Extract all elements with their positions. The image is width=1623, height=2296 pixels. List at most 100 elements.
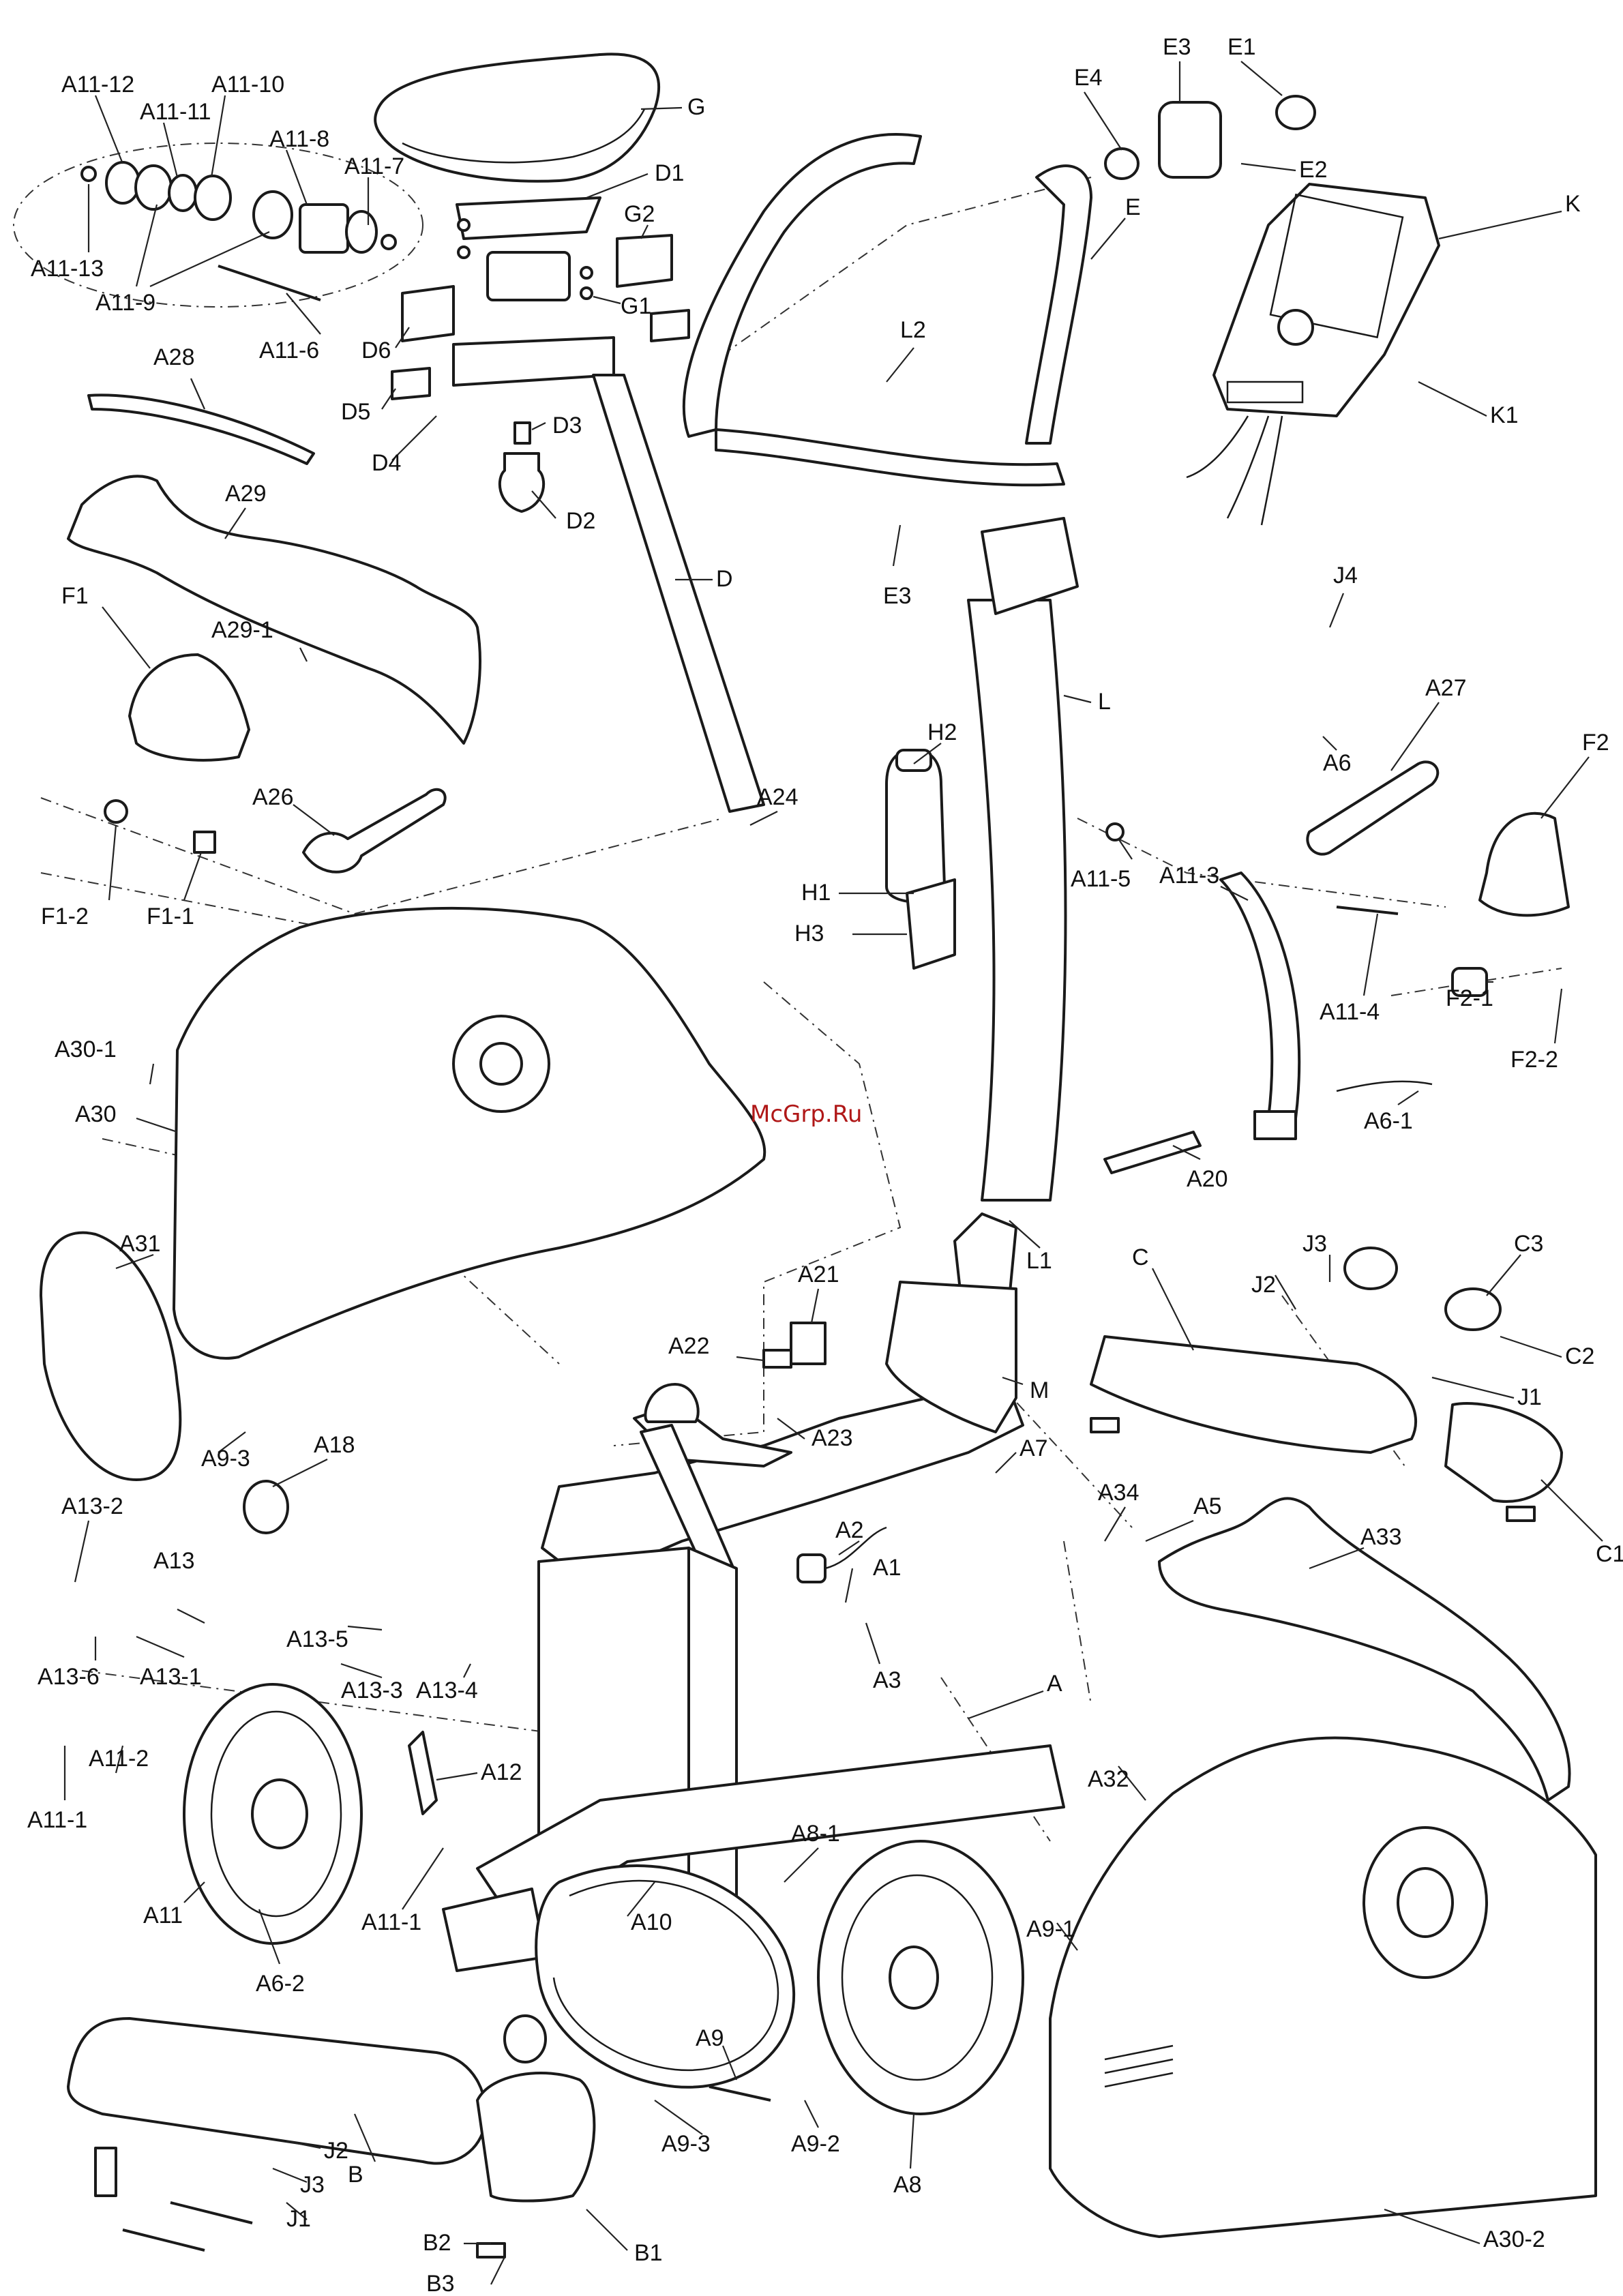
crank-a26 — [302, 788, 447, 874]
label-l: L — [1098, 689, 1111, 715]
label-a11-1-left: A11-1 — [27, 1807, 87, 1833]
handlebar-e — [682, 133, 922, 438]
crank-a27 — [1306, 760, 1440, 856]
label-a13-1: A13-1 — [140, 1664, 202, 1690]
label-a23: A23 — [812, 1425, 853, 1451]
label-b: B — [348, 2162, 363, 2188]
label-a11-11: A11-11 — [140, 99, 211, 125]
label-g2: G2 — [624, 201, 655, 227]
label-b1: B1 — [634, 2240, 663, 2266]
label-c2: C2 — [1565, 1343, 1594, 1369]
right-parts — [762, 1247, 1597, 2238]
label-f1-1: F1-1 — [147, 904, 194, 929]
label-a11-4: A11-4 — [1320, 999, 1380, 1025]
cover-a29 — [67, 475, 481, 745]
label-a6-2: A6-2 — [256, 1971, 305, 1997]
label-f2-1: F2-1 — [1446, 985, 1493, 1011]
label-d: D — [716, 566, 733, 592]
label-a29-1: A29-1 — [211, 617, 273, 643]
pedal-f2 — [1478, 811, 1570, 917]
label-h1: H1 — [801, 880, 831, 906]
seat-clamp-plate — [456, 196, 601, 240]
end-cap-d5 — [391, 367, 431, 400]
bearing-group — [80, 161, 397, 301]
adjust-knob-d2 — [498, 452, 546, 513]
belt-a10 — [535, 1864, 796, 2089]
label-b2: B2 — [423, 2230, 451, 2256]
left-covers — [40, 393, 766, 1534]
label-h3: H3 — [794, 921, 824, 946]
shroud-m — [885, 1281, 1017, 1433]
label-a30: A30 — [75, 1101, 117, 1127]
label-c3: C3 — [1514, 1231, 1543, 1257]
label-a10: A10 — [631, 1909, 672, 1935]
label-a6-1: A6-1 — [1364, 1108, 1413, 1134]
label-f1: F1 — [61, 583, 89, 609]
label-j2-bottom: J2 — [324, 2138, 348, 2164]
label-a6: A6 — [1323, 750, 1352, 776]
label-a13-3: A13-3 — [341, 1678, 403, 1703]
label-a26: A26 — [252, 784, 294, 810]
label-a11-7: A11-7 — [344, 153, 404, 179]
upright-mast — [885, 517, 1079, 1202]
seat-slider-d6 — [401, 285, 455, 342]
console-k — [1212, 183, 1440, 417]
axle-a11-6 — [218, 265, 321, 301]
label-a9-3-top: A9-3 — [201, 1446, 250, 1472]
label-a13-5: A13-5 — [286, 1626, 348, 1652]
label-a11-5: A11-5 — [1071, 866, 1131, 892]
label-j3-right: J3 — [1302, 1231, 1327, 1257]
leader-lines — [63, 61, 1603, 2285]
label-k: K — [1565, 191, 1581, 217]
crank-axle-a9 — [709, 2085, 771, 2102]
label-a18: A18 — [314, 1432, 355, 1458]
label-a9: A9 — [696, 2025, 724, 2051]
label-j3-bottom: J3 — [300, 2172, 325, 2198]
label-a1: A1 — [873, 1555, 902, 1581]
label-a7: A7 — [1019, 1435, 1048, 1461]
sensor-a2 — [796, 1553, 827, 1583]
ring-e4 — [1104, 147, 1140, 180]
mast-plate — [981, 517, 1079, 615]
label-a9-2: A9-2 — [791, 2131, 840, 2157]
pedal-f1 — [128, 653, 250, 762]
label-a13-4: A13-4 — [416, 1678, 478, 1703]
handlebar-assembly — [682, 95, 1440, 526]
drive-assembly — [183, 760, 1570, 2115]
label-h2: H2 — [927, 719, 957, 745]
label-d5: D5 — [341, 399, 370, 425]
label-a11-8: A11-8 — [269, 126, 329, 152]
cover-a28 — [87, 393, 315, 465]
watermark-text: McGrp.Ru — [750, 1101, 862, 1128]
stabilizer-b — [67, 2017, 488, 2165]
label-a11: A11 — [143, 1903, 183, 1928]
label-b3: B3 — [426, 2271, 455, 2296]
label-d2: D2 — [566, 508, 595, 534]
label-a11-9: A11-9 — [95, 290, 155, 316]
label-d6: D6 — [361, 338, 391, 363]
label-a34: A34 — [1098, 1480, 1140, 1506]
label-d3: D3 — [552, 413, 582, 438]
label-a11-1-mid: A11-1 — [361, 1909, 421, 1935]
label-f2: F2 — [1582, 730, 1609, 756]
seat-slider-tube — [452, 336, 615, 387]
label-a28: A28 — [153, 344, 195, 370]
label-g: G — [687, 94, 705, 120]
label-a11-10: A11-10 — [211, 72, 284, 98]
seat-clamp-block — [486, 251, 571, 301]
cover-a30 — [173, 906, 766, 1360]
end-cap-a21 — [790, 1322, 827, 1365]
label-a33: A33 — [1360, 1524, 1402, 1550]
label-e1: E1 — [1227, 34, 1256, 60]
brake-a11-3 — [1219, 871, 1301, 1120]
seat — [374, 53, 661, 183]
label-a3: A3 — [873, 1667, 902, 1693]
label-f1-2: F1-2 — [41, 904, 89, 929]
end-cap-c1 — [1444, 1402, 1563, 1503]
label-e3-mid: E3 — [883, 583, 912, 609]
label-m: M — [1030, 1377, 1049, 1403]
end-cap-e1 — [1275, 95, 1316, 130]
label-j1-bottom: J1 — [286, 2206, 311, 2232]
label-a2: A2 — [835, 1517, 864, 1543]
